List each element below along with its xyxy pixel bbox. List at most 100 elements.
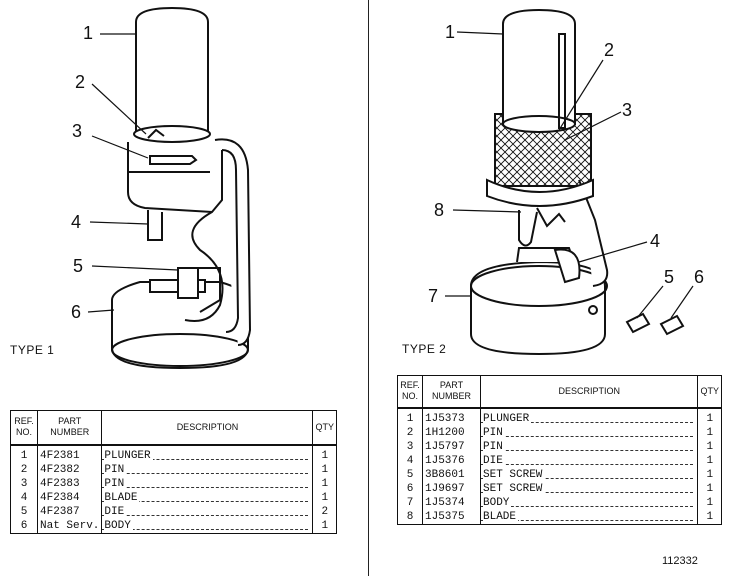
callout-2: 2 xyxy=(75,72,86,92)
ref-cell: 1 xyxy=(397,407,423,426)
part-number-cell: 1J5374 xyxy=(422,495,481,510)
callout-3: 3 xyxy=(72,121,83,141)
callout-t2-7: 7 xyxy=(428,286,439,306)
qty-cell: 1 xyxy=(697,453,722,468)
part-number-cell: Nat Serv. xyxy=(36,518,103,534)
description-cell: BODY xyxy=(479,495,699,510)
qty-cell: 1 xyxy=(697,481,722,496)
qty-cell: 1 xyxy=(697,495,722,510)
ref-cell: 1 xyxy=(10,444,38,463)
qty-cell: 1 xyxy=(312,490,337,505)
document-number: 112332 xyxy=(662,555,698,567)
qty-cell: 1 xyxy=(312,462,337,477)
description-cell: SET SCREW xyxy=(479,481,699,496)
qty-cell: 1 xyxy=(312,476,337,491)
qty-cell: 1 xyxy=(312,444,337,463)
qty-cell: 2 xyxy=(312,504,337,519)
ref-cell: 4 xyxy=(10,490,38,505)
type2-label: TYPE 2 xyxy=(402,342,447,356)
ref-cell: 2 xyxy=(10,462,38,477)
callout-t2-5: 5 xyxy=(664,267,675,287)
callout-6: 6 xyxy=(71,302,82,322)
description-cell: BLADE xyxy=(101,490,314,505)
center-divider xyxy=(368,0,369,576)
description-header: DESCRIPTION xyxy=(101,410,314,446)
part-number-cell: 4F2383 xyxy=(36,476,103,491)
part-number-cell: 4F2384 xyxy=(36,490,103,505)
callout-t2-3: 3 xyxy=(622,100,633,120)
description-cell: PIN xyxy=(101,462,314,477)
part-number-cell: 1J5375 xyxy=(422,509,481,525)
description-cell: PLUNGER xyxy=(101,444,314,463)
qty-cell: 1 xyxy=(697,439,722,454)
qty-header: QTY xyxy=(697,375,722,409)
qty-cell: 1 xyxy=(697,509,722,525)
part-number-cell: 1J5797 xyxy=(422,439,481,454)
description-cell: DIE xyxy=(479,453,699,468)
ref-cell: 6 xyxy=(10,518,38,534)
part-number-cell: 4F2382 xyxy=(36,462,103,477)
type2-illustration xyxy=(445,8,694,356)
part-number-cell: 4F2381 xyxy=(36,444,103,463)
description-cell: DIE xyxy=(101,504,314,519)
ref-cell: 7 xyxy=(397,495,423,510)
qty-cell: 1 xyxy=(697,467,722,482)
ref-cell: 4 xyxy=(397,453,423,468)
callout-4: 4 xyxy=(71,212,82,232)
callout-t2-4: 4 xyxy=(650,231,661,251)
description-cell: SET SCREW xyxy=(479,467,699,482)
description-cell: PIN xyxy=(479,439,699,454)
ref-cell: 5 xyxy=(10,504,38,519)
part-number-cell: 1J5373 xyxy=(422,407,481,426)
ref-header: REF.NO. xyxy=(10,410,38,446)
part-number-cell: 1J9697 xyxy=(422,481,481,496)
callout-t2-1: 1 xyxy=(445,22,456,42)
part-number-cell: 1H1200 xyxy=(422,425,481,440)
callout-1: 1 xyxy=(83,23,94,43)
qty-cell: 1 xyxy=(312,518,337,534)
callout-t2-6: 6 xyxy=(694,267,705,287)
description-header: DESCRIPTION xyxy=(479,375,699,409)
qty-cell: 1 xyxy=(697,407,722,426)
ref-cell: 3 xyxy=(397,439,423,454)
qty-header: QTY xyxy=(312,410,337,446)
ref-cell: 5 xyxy=(397,467,423,482)
qty-cell: 1 xyxy=(697,425,722,440)
type1-illustration xyxy=(87,6,252,370)
ref-cell: 8 xyxy=(397,509,423,525)
ref-cell: 6 xyxy=(397,481,423,496)
ref-header: REF.NO. xyxy=(397,375,423,409)
part-number-cell: 3B8601 xyxy=(422,467,481,482)
part-number-cell: 4F2387 xyxy=(36,504,103,519)
description-cell: PLUNGER xyxy=(479,407,699,426)
ref-cell: 3 xyxy=(10,476,38,491)
description-cell: BLADE xyxy=(479,509,699,525)
callout-t2-8: 8 xyxy=(434,200,445,220)
callout-5: 5 xyxy=(73,256,84,276)
type1-label: TYPE 1 xyxy=(10,343,55,357)
description-cell: PIN xyxy=(101,476,314,491)
ref-cell: 2 xyxy=(397,425,423,440)
callout-t2-2: 2 xyxy=(604,40,615,60)
part-number-cell: 1J5376 xyxy=(422,453,481,468)
description-cell: BODY xyxy=(101,518,314,534)
description-cell: PIN xyxy=(479,425,699,440)
